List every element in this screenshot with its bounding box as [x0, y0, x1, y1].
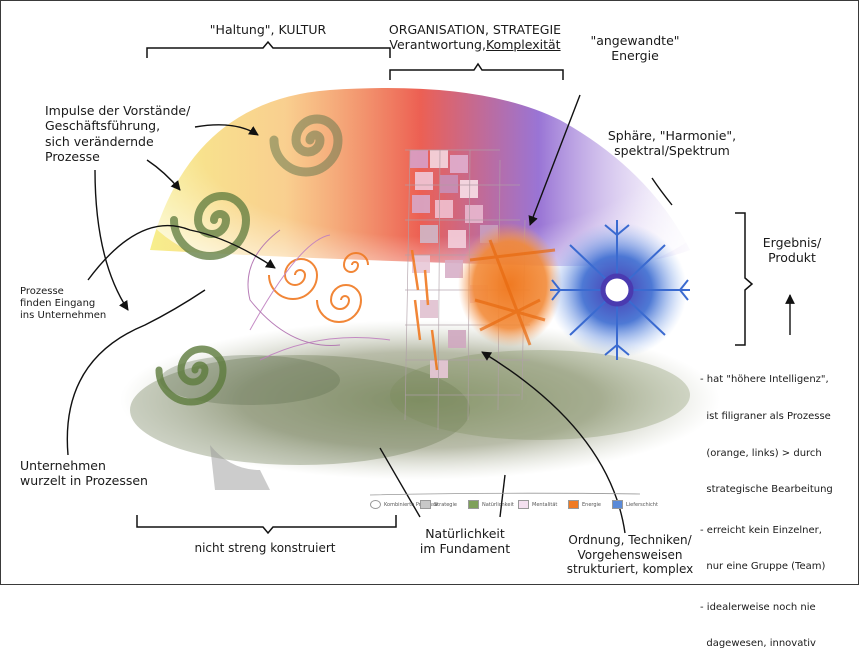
- label-order-line1: Ordnung, Techniken/: [568, 533, 692, 547]
- label-responsibility: Verantwortung,: [389, 37, 486, 53]
- note-line: strategische Bearbeitung: [700, 484, 833, 496]
- label-impulses-line4: Prozesse: [45, 148, 100, 164]
- label-result-line2: Produkt: [768, 250, 816, 266]
- note-line: - erreicht kein Einzelner,: [700, 524, 822, 536]
- label-energy: "angewandte" Energie: [580, 33, 690, 64]
- label-not-strict: nicht streng konstruiert: [194, 541, 336, 555]
- label-order-line2: Vorgehensweisen: [577, 547, 683, 562]
- label-process-entry-line1: Prozesse: [20, 286, 64, 297]
- label-nature: Natürlichkeit im Fundament: [400, 526, 530, 557]
- label-organisation: ORGANISATION, STRATEGIE Verantwortung,Ko…: [370, 22, 580, 53]
- legend-label: Natürlichkeit: [482, 502, 514, 508]
- legend-icon-delivery: [612, 500, 623, 509]
- label-complexity: Komplexität: [485, 37, 561, 53]
- label-culture: "Haltung", KULTUR: [209, 22, 327, 37]
- label-process-entry: Prozesse finden Eingang ins Unternehmen: [20, 286, 130, 323]
- brackets: [136, 40, 754, 535]
- label-impulses-line1: Impulse der Vorstände/: [45, 103, 191, 118]
- legend-line: [369, 492, 641, 496]
- legend-label: Mentalität: [532, 502, 558, 508]
- label-organisation-line2: Verantwortung,Komplexität: [370, 37, 580, 52]
- note-line: - idealerweise noch nie: [700, 601, 816, 613]
- note-line: ist filigraner als Prozesse: [700, 410, 831, 422]
- result-crystal: [547, 220, 690, 360]
- diagram-artwork: [66, 40, 795, 535]
- legend-icon-energy: [568, 500, 579, 509]
- label-sphere-line1: Sphäre, "Harmonie",: [607, 128, 737, 143]
- energy-blob: [458, 223, 562, 347]
- label-impulses: Impulse der Vorstände/ Geschäftsführung,…: [45, 103, 215, 164]
- label-energy-line2: Energie: [611, 48, 659, 64]
- legend-label: Energie: [582, 502, 602, 508]
- note-line: nur eine Gruppe (Team): [700, 561, 826, 573]
- label-process-entry-line2: finden Eingang: [20, 298, 96, 310]
- label-roots-line1: Unternehmen: [20, 458, 106, 473]
- label-sphere-line2: spektral/Spektrum: [614, 143, 730, 159]
- legend-icon-strategy: [420, 500, 431, 509]
- note-line: dagewesen, innovativ: [700, 638, 816, 650]
- label-impulses-line2: Geschäftsführung,: [45, 118, 161, 134]
- label-roots-line2: wurzelt in Prozessen: [20, 473, 148, 489]
- legend-icon-combined: [370, 500, 381, 509]
- legend-label: Kombinierte Prozesse: [384, 502, 438, 508]
- culture-spirals: [155, 114, 343, 406]
- label-roots: Unternehmen wurzelt in Prozessen: [20, 458, 180, 489]
- legend-icon-nature: [468, 500, 479, 509]
- label-order-line3: strukturiert, komplex: [566, 562, 694, 577]
- process-spirals: [247, 229, 391, 361]
- label-result-line1: Ergebnis/: [762, 235, 822, 250]
- label-impulses-line3: sich verändernde: [45, 133, 154, 149]
- label-nature-line2: im Fundament: [419, 541, 511, 557]
- legend-icon-mentality: [518, 500, 529, 509]
- label-result: Ergebnis/ Produkt: [752, 235, 832, 266]
- label-organisation-line1: ORGANISATION, STRATEGIE: [388, 22, 562, 37]
- result-notes: - hat "höhere Intelligenz", ist filigran…: [700, 350, 855, 663]
- label-nature-line1: Natürlichkeit: [425, 526, 505, 541]
- legend-label: Lieferschicht: [626, 502, 658, 508]
- label-process-entry-line3: ins Unternehmen: [20, 310, 107, 322]
- legend-label: Strategie: [434, 502, 457, 508]
- label-energy-line1: "angewandte": [590, 33, 680, 48]
- note-line: (orange, links) > durch: [700, 447, 822, 459]
- note-line: - hat "höhere Intelligenz",: [700, 374, 829, 386]
- label-sphere: Sphäre, "Harmonie", spektral/Spektrum: [602, 128, 742, 159]
- label-order: Ordnung, Techniken/ Vorgehensweisen stru…: [560, 533, 700, 577]
- strategy-grid: [404, 149, 530, 431]
